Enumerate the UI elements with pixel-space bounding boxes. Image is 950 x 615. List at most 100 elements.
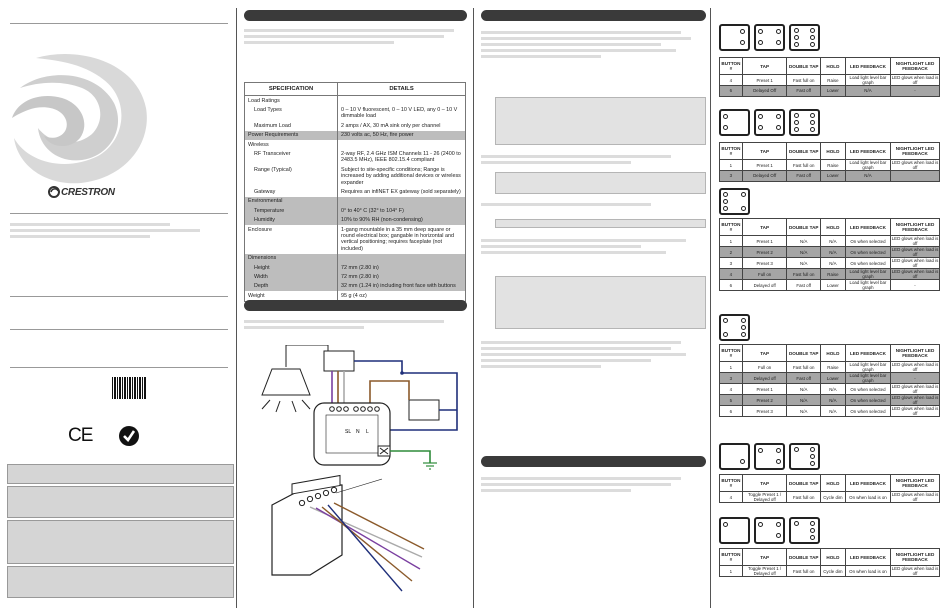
ground-icon <box>423 462 437 470</box>
button-table-column-header: NIGHTLIGHT LED FEEDBACK <box>890 57 940 75</box>
wiring-diagram: SL N L <box>261 345 458 592</box>
button-table-cell: 1 <box>719 565 743 577</box>
spec-details-cell <box>337 253 466 264</box>
button-table-column-header: NIGHTLIGHT LED FEEDBACK <box>890 142 940 160</box>
button-table-cell: N/A <box>786 383 821 395</box>
button-table-cell: On when load is on <box>844 565 892 577</box>
specifications-intro-text <box>244 26 464 47</box>
button-table-cell: LED glows when load is off <box>890 74 940 86</box>
column-separator-2 <box>473 8 474 608</box>
button-table-cell: N/A <box>819 405 846 417</box>
notes-text-1 <box>481 28 696 61</box>
section-header-bar-programming <box>481 456 706 467</box>
spec-details-cell: 0 – 10 V fluorescent, 0 – 10 V LED, any … <box>341 106 458 120</box>
button-table-cell: Preset 1 <box>741 159 788 171</box>
spec-details-cell: 32 mm (1.24 in) including front face wit… <box>337 281 466 292</box>
button-table-column-header: BUTTON # <box>719 344 743 362</box>
notes-text-3 <box>481 200 696 209</box>
button-table-cell: Preset 1 <box>741 74 788 86</box>
button-table-column-header: TAP <box>741 218 788 236</box>
cover-notice-box-3 <box>7 520 234 564</box>
button-table-cell: LED glows when load is off <box>890 565 940 577</box>
button-table-column-header: TAP <box>741 548 788 566</box>
button-table-cell: 6 <box>719 279 743 291</box>
button-table-cell: 1 <box>719 159 743 171</box>
spec-row: Environmental <box>244 196 466 207</box>
button-table-cell: Raise <box>819 361 846 373</box>
spec-name-cell: Temperature <box>244 206 338 216</box>
spec-name-cell: Weight <box>244 291 338 302</box>
ce-mark: CE <box>68 425 93 446</box>
faceplate-13-button-icon <box>754 517 785 544</box>
spec-row: Dimensions <box>244 253 466 264</box>
spec-column-header: SPECIFICATION <box>244 82 338 96</box>
button-table-cell: 5 <box>719 394 743 406</box>
button-table-cell: Load light level bar graph <box>844 372 892 384</box>
note-box-2 <box>495 172 706 194</box>
lamp-icon <box>261 345 311 413</box>
button-table-cell: 4 <box>719 383 743 395</box>
button-table-cell: - <box>890 372 940 384</box>
notes-column <box>481 0 707 615</box>
button-table-cell: N/A <box>786 405 821 417</box>
terminal-label-sl: SL <box>345 429 351 435</box>
button-table-column-header: TAP <box>741 474 788 492</box>
button-table-cell: - <box>890 85 940 97</box>
spec-name-cell: Load Ratings <box>244 95 338 106</box>
cover-column: CRESTRON CE <box>0 0 236 615</box>
button-table-cell: N/A <box>786 235 821 247</box>
button-table-cell: LED glows when load is off <box>890 405 940 417</box>
spec-name-cell: Height <box>244 263 338 273</box>
specifications-table-header: SPECIFICATION DETAILS <box>244 82 466 96</box>
terminal-label-l: L <box>366 429 369 435</box>
cover-notice-box-4 <box>7 566 234 598</box>
faceplate-5-button-icon <box>754 109 785 136</box>
cover-divider-2 <box>10 296 228 297</box>
button-table-cell: Lower <box>819 85 846 97</box>
button-table-cell: Cycle dim <box>819 491 846 503</box>
button-table-cell: 3 <box>719 257 743 269</box>
button-table-column-header: NIGHTLIGHT LED FEEDBACK <box>890 548 940 566</box>
button-table-cell: Lower <box>819 279 846 291</box>
spec-name-cell: Environmental <box>244 196 338 207</box>
button-table-cell: 1 <box>719 361 743 373</box>
button-table-cell: Toggle Preset 1 / Delayed off <box>741 565 788 577</box>
notes-text-5 <box>481 338 696 371</box>
button-table-cell: Preset 1 <box>741 235 788 247</box>
button-table-column-header: NIGHTLIGHT LED FEEDBACK <box>890 218 940 236</box>
button-table-cell: Preset 1 <box>741 383 788 395</box>
button-table-cell <box>890 170 940 182</box>
button-table-column-header: LED FEEDBACK <box>844 474 892 492</box>
spec-name-cell: Humidity <box>244 215 338 226</box>
button-table-cell: 4 <box>719 491 743 503</box>
spec-name-cell: Gateway <box>244 187 338 197</box>
button-table-cell: 4 <box>719 74 743 86</box>
button-table-cell: 6 <box>719 85 743 97</box>
faceplate-11-button-icon <box>789 443 820 470</box>
spec-name-cell: Enclosure <box>244 225 338 254</box>
button-table-cell: N/A <box>819 394 846 406</box>
faceplate-12-button-icon <box>719 517 750 544</box>
button-table-cell: Raise <box>819 268 846 280</box>
button-table-column-header: TAP <box>741 344 788 362</box>
button-table-cell: Load light level bar graph <box>844 279 892 291</box>
